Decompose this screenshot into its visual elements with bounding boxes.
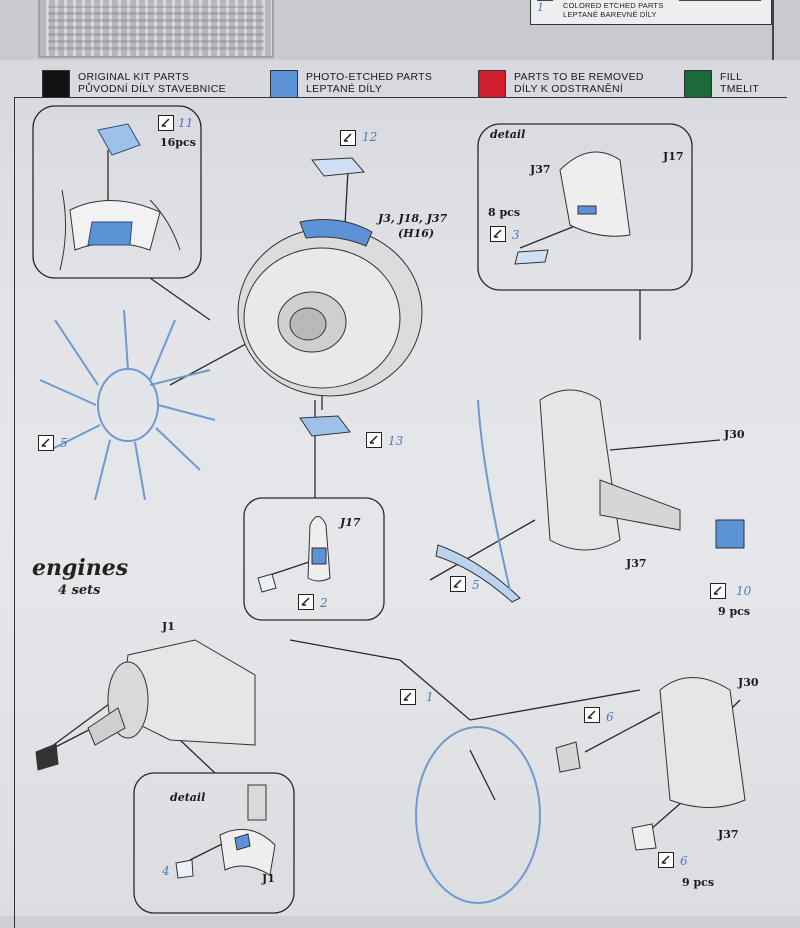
step-12: 12 [362, 130, 378, 144]
bend-icon [584, 707, 600, 723]
detail-4-art [175, 784, 276, 879]
bend-icon [400, 689, 416, 705]
detail-11-art [59, 123, 181, 271]
photo-etch-fret [38, 0, 274, 58]
detail-2-art [257, 516, 331, 593]
label-j37-top: J37 [530, 163, 551, 176]
colored-parts-label-cz: LEPTANÉ BAREVNÉ DÍLY [563, 10, 657, 19]
label-j1-bottom: J1 [262, 872, 275, 885]
bend-icon [450, 576, 466, 592]
label-parts-alt: (H16) [398, 227, 435, 240]
detail-3-art [514, 151, 631, 265]
step-6: 6 [606, 710, 614, 724]
step-2: 2 [320, 596, 328, 610]
detail-box-11 [32, 105, 202, 279]
detail-label-top: detail [490, 128, 526, 141]
colored-parts-number: 1 [537, 1, 544, 14]
detail-box-4 [133, 772, 295, 914]
label-parts-main: J3, J18, J37 [378, 212, 448, 225]
legend: ORIGINAL KIT PARTS PŮVODNÍ DÍLY STAVEBNI… [0, 62, 800, 98]
detail-box-3 [477, 123, 693, 291]
step-3-qty: 8 pcs [488, 206, 521, 219]
step-6b: 6 [680, 854, 688, 868]
step-1: 1 [426, 690, 434, 704]
legend-swatch-black [42, 70, 70, 98]
label-j30-a: J30 [724, 428, 745, 441]
detail-label-bottom: detail [170, 791, 206, 804]
legend-swatch-blue [270, 70, 298, 98]
label-j37-a: J37 [626, 557, 647, 570]
section-title: engines [32, 555, 129, 581]
label-j17-mid: J17 [340, 516, 361, 529]
label-j37-b: J37 [718, 828, 739, 841]
step-5: 5 [60, 436, 68, 450]
step-11-qty: 16pcs [160, 136, 196, 149]
bend-icon [340, 130, 356, 146]
ignition-harness-5 [39, 309, 216, 501]
colored-parts-label: COLORED ETCHED PARTS [563, 1, 664, 10]
step-4: 4 [162, 864, 170, 878]
bend-icon [38, 435, 54, 451]
label-j17-top: J17 [663, 150, 684, 163]
engine-cylinder-ring [237, 157, 423, 437]
bend-icon [490, 226, 506, 242]
cowl-ring-1 [415, 726, 541, 904]
step-5b: 5 [472, 578, 480, 592]
bend-icon [298, 594, 314, 610]
cylinder-assembly-right [435, 389, 745, 603]
diagram-frame [14, 97, 787, 928]
bend-icon [710, 583, 726, 599]
section-subtitle: 4 sets [58, 583, 101, 598]
bend-icon [366, 432, 382, 448]
step-3: 3 [512, 228, 520, 242]
step-6-qty: 9 pcs [682, 876, 715, 889]
colored-parts-key: 1 COLORED ETCHED PARTS LEPTANÉ BAREVNÉ D… [530, 0, 772, 25]
label-j30-b: J30 [738, 676, 759, 689]
bend-icon [158, 115, 174, 131]
detail-box-2 [243, 497, 385, 621]
step-13: 13 [388, 434, 404, 448]
step-10: 10 [736, 584, 752, 598]
cylinder-assembly-lower [555, 677, 746, 851]
step-11: 11 [178, 116, 194, 130]
engine-part-j1 [35, 639, 256, 771]
bend-icon [658, 852, 674, 868]
label-j1-top: J1 [162, 620, 175, 633]
step-10-qty: 9 pcs [718, 605, 751, 618]
